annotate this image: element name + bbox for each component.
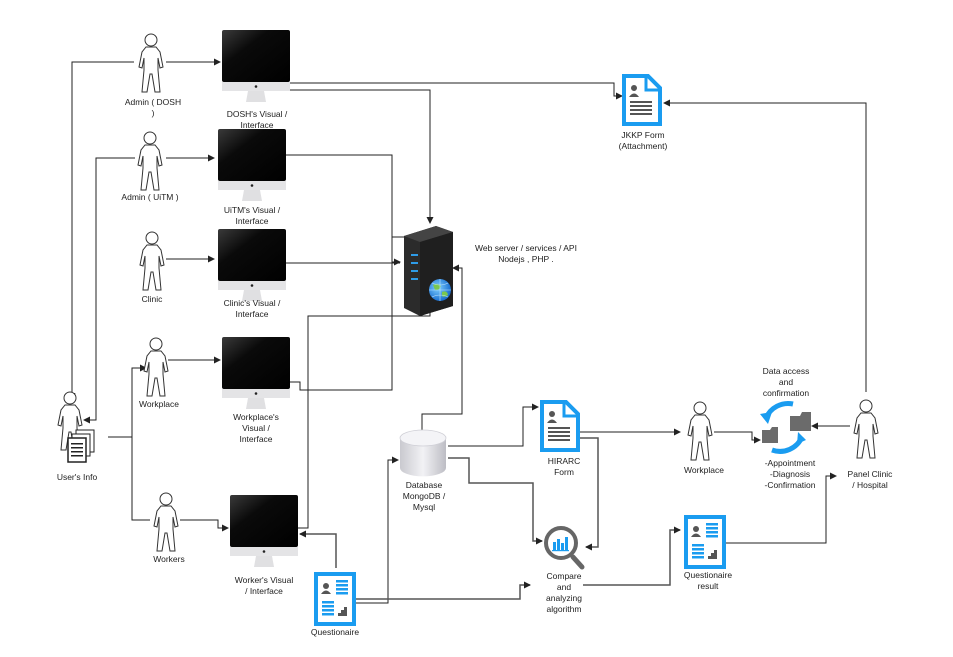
database-icon xyxy=(399,429,447,477)
actor-workplace-right-icon xyxy=(687,401,713,461)
analysis-magnifier-icon xyxy=(544,526,585,570)
data-access-title: Data access and confirmation xyxy=(762,366,810,398)
connector-dosh-userinfo xyxy=(68,61,134,400)
questionaire-icon xyxy=(314,572,356,626)
clinic-interface-label: Clinic's Visual / Interface xyxy=(223,298,281,319)
connector-result-panel xyxy=(724,472,837,544)
actor-users-info-label: User's Info xyxy=(56,472,98,482)
connector-questionaire-compare xyxy=(356,581,531,600)
worker-monitor-icon xyxy=(230,495,298,567)
database-label: Database MongoDB / Mysql xyxy=(402,480,446,512)
workplace-interface-label: Workplace's Visual / Interface xyxy=(233,412,279,444)
dosh-interface-label: DOSH's Visual / Interface xyxy=(226,109,288,130)
connector-questionaire-worker xyxy=(299,530,337,568)
connector-workers-monitor xyxy=(180,519,229,532)
hirarc-form-icon xyxy=(540,400,580,452)
actor-workplace-right-label: Workplace xyxy=(684,465,724,475)
connector-questionaire-db xyxy=(356,456,399,604)
folder-large-icon xyxy=(790,412,811,431)
actor-clinic-label: Clinic xyxy=(141,294,163,304)
actor-workplace-left-icon xyxy=(143,337,169,397)
hirarc-form-label: HIRARC Form xyxy=(547,456,581,477)
questionaire-label: Questionaire xyxy=(310,627,360,637)
web-server-icon xyxy=(404,226,453,316)
jkkp-form-icon xyxy=(622,74,662,126)
data-access-cycle-icon xyxy=(760,401,811,454)
connectors xyxy=(68,58,867,604)
web-server-label: Web server / services / API Nodejs , PHP… xyxy=(475,243,577,264)
connector-hirarc-compare xyxy=(578,437,599,551)
actor-admin-uitm-label: Admin ( UiTM ) xyxy=(121,192,179,202)
connector-uitm-server xyxy=(286,154,401,266)
actor-workers-icon xyxy=(153,492,179,552)
actor-admin-uitm-icon xyxy=(137,131,163,191)
connector-panel-jkkp xyxy=(663,99,867,392)
dosh-monitor-icon xyxy=(222,30,290,102)
connector-workplace-server xyxy=(290,262,393,391)
connector-db-compare xyxy=(448,457,543,545)
connector-db-server xyxy=(421,264,463,430)
analysis-label: Compare and analyzing algorithm xyxy=(546,571,582,614)
actor-clinic-icon xyxy=(139,231,165,291)
jkkp-form-label: JKKP Form (Attachment) xyxy=(618,130,668,151)
actor-workplace-left-label: Workplace xyxy=(139,399,179,409)
connector-dosh-jkkp xyxy=(290,82,623,100)
actor-workers-label: Workers xyxy=(153,554,185,564)
connector-db-hirarc xyxy=(448,403,539,447)
clinic-monitor-icon xyxy=(218,229,286,301)
data-access-items: -Appointment -Diagnosis -Confirmation xyxy=(764,458,816,490)
connector-userinfo-workplace xyxy=(108,364,147,438)
actor-admin-dosh-label: Admin ( DOSH ) xyxy=(124,97,182,118)
connector-uitm-userinfo xyxy=(83,157,135,424)
actor-panel-clinic-icon xyxy=(853,399,879,459)
questionaire-result-label: Questionaire result xyxy=(683,570,733,591)
folder-small-icon xyxy=(762,427,778,443)
worker-interface-label: Worker's Visual / Interface xyxy=(234,575,294,596)
questionaire-result-icon xyxy=(684,515,726,569)
actor-panel-clinic-label: Panel Clinic / Hospital xyxy=(847,469,893,490)
uitm-monitor-icon xyxy=(218,129,286,201)
user-records-stack-icon xyxy=(67,429,95,463)
connector-workplace-folder xyxy=(714,431,761,444)
actor-admin-dosh-icon xyxy=(138,33,164,93)
uitm-interface-label: UiTM's Visual / Interface xyxy=(223,205,281,226)
connector-compare-result xyxy=(583,526,681,586)
connector-dosh-server xyxy=(290,89,434,224)
connector-userinfo-workers xyxy=(131,437,150,521)
workplace-monitor-icon xyxy=(222,337,290,409)
